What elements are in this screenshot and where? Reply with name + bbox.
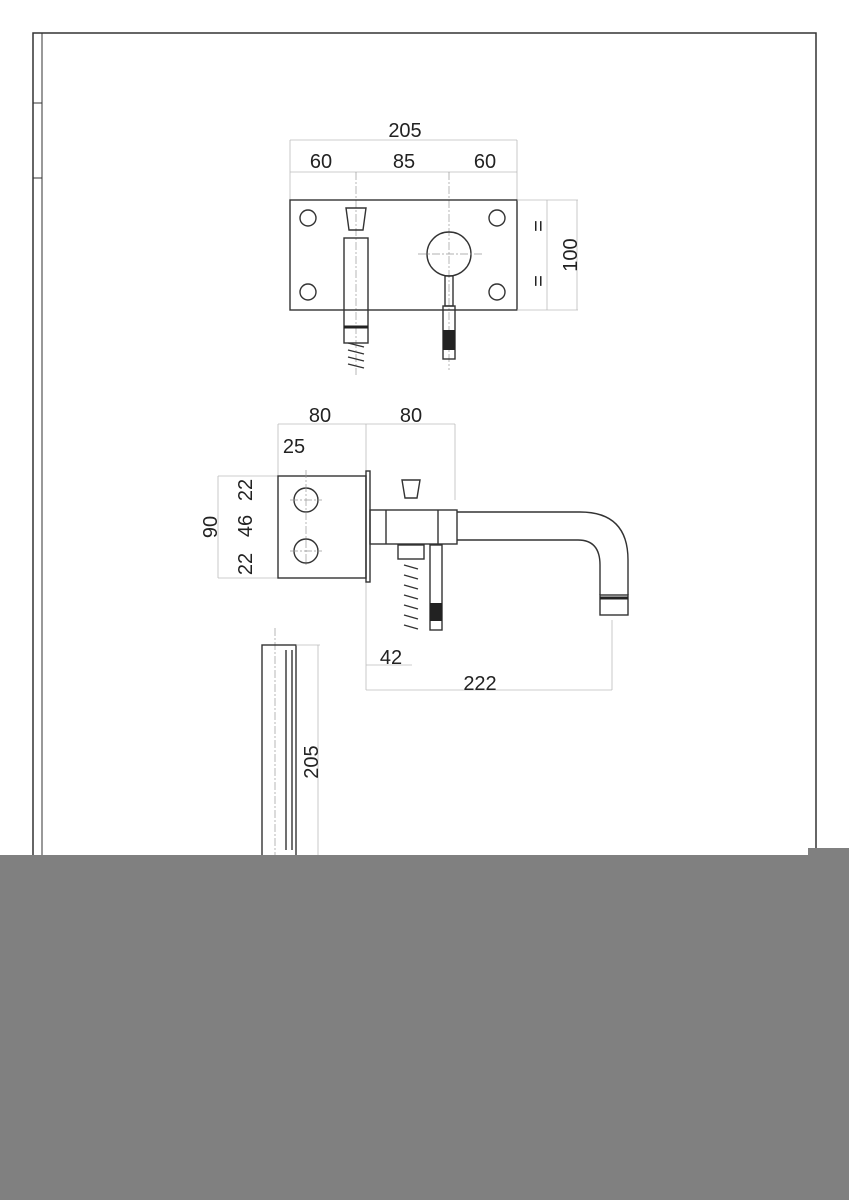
handshower-holder — [343, 237, 369, 344]
dim-bottom: 22 — [235, 553, 257, 575]
gray-overlay-notch — [808, 848, 849, 856]
gray-overlay — [0, 855, 849, 1200]
front-view: 205 60 85 60 = = 100 — [289, 120, 582, 375]
dim-height: 100 — [560, 238, 582, 271]
lever-grip — [443, 330, 455, 350]
dim-overall-width: 205 — [388, 120, 421, 142]
side-view: 80 80 25 90 22 46 22 42 222 — [200, 405, 629, 695]
wall-plate — [289, 199, 518, 311]
dim-handshower-length: 205 — [301, 745, 323, 778]
dim-equal-bottom: = — [528, 275, 550, 287]
dim-spout-reach: 222 — [463, 673, 496, 695]
dim-total-height: 90 — [200, 516, 222, 538]
concealed-body — [277, 475, 367, 579]
dim-offset: 25 — [283, 436, 305, 458]
screw-holes — [299, 209, 506, 301]
handshower-view: 205 — [261, 628, 323, 861]
handshower — [261, 644, 297, 861]
dim-middle: 85 — [393, 151, 415, 173]
dim-depth-right: 80 — [400, 405, 422, 427]
dim-middle: 46 — [235, 515, 257, 537]
dim-left: 60 — [310, 151, 332, 173]
spout — [457, 511, 629, 595]
dim-hose-offset: 42 — [380, 647, 402, 669]
dim-depth-left: 80 — [309, 405, 331, 427]
dim-equal-top: = — [528, 220, 550, 232]
dim-top: 22 — [235, 479, 257, 501]
dim-right: 60 — [474, 151, 496, 173]
